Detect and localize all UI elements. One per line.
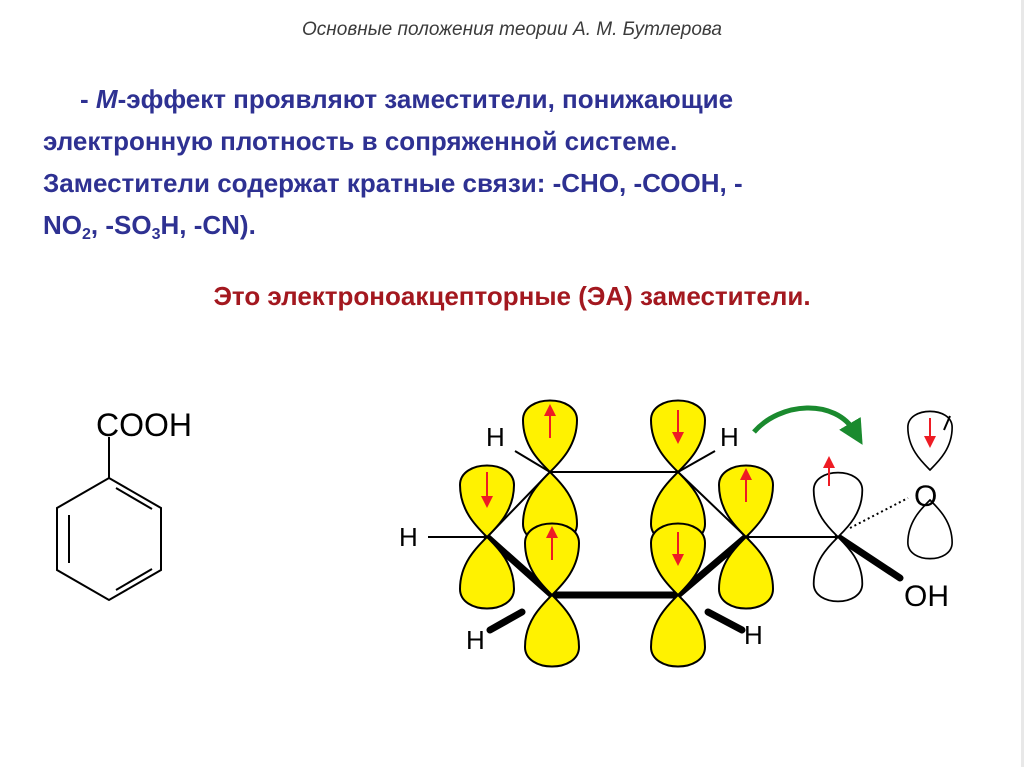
hydroxyl-label: OH bbox=[904, 580, 949, 613]
so-subscript: 3 bbox=[151, 226, 161, 243]
hydrogen-label: H bbox=[466, 625, 485, 655]
orbital-diagram: H H H H H O OH bbox=[399, 399, 953, 668]
coh-wedge-bond bbox=[834, 533, 904, 582]
ch-bond bbox=[514, 450, 551, 473]
hydrogen-label: H bbox=[720, 422, 739, 452]
paragraph-line-1: - М-эффект проявляют заместители, понижа… bbox=[43, 78, 978, 120]
paragraph-line-2: электронную плотность в сопряженной сист… bbox=[43, 126, 678, 156]
hydrogen-label: H bbox=[399, 522, 418, 552]
benzene-ring bbox=[56, 476, 162, 602]
paragraph-line-3: Заместители содержат кратные связи: -СНО… bbox=[43, 168, 743, 198]
front-bold-bond bbox=[483, 533, 556, 599]
no-subscript: 2 bbox=[82, 226, 91, 243]
ring-inner-bond bbox=[115, 568, 153, 591]
benzoic-acid-structure bbox=[56, 437, 162, 602]
ring-inner-bond bbox=[115, 487, 153, 510]
hydrogen-label: H bbox=[486, 422, 505, 452]
hydrogen-label: H bbox=[744, 620, 763, 650]
front-ch-bond bbox=[486, 608, 526, 634]
front-bold-bond bbox=[674, 533, 750, 599]
line4-rest: H, -CN). bbox=[160, 210, 256, 240]
dash: - bbox=[80, 84, 96, 114]
no-text: NO bbox=[43, 210, 82, 240]
so-text: , -SO bbox=[90, 210, 152, 240]
ea-statement: Это электроноакцепторные (ЭА) заместител… bbox=[213, 281, 811, 311]
oxygen-orbital-tail bbox=[943, 415, 951, 431]
paragraph-line-4: NO2, -SO3H, -CN). bbox=[43, 204, 978, 246]
slide-subtitle: Основные положения теории А. М. Бутлеров… bbox=[302, 19, 722, 40]
slide-edge-line bbox=[1021, 0, 1024, 767]
line1-rest: -эффект проявляют заместители, понижающи… bbox=[117, 84, 734, 114]
m-letter: М bbox=[95, 84, 118, 114]
electron-shift-arrow bbox=[752, 405, 863, 445]
ch-bond bbox=[677, 450, 716, 473]
oxygen-label: O bbox=[914, 480, 937, 513]
co-hashed-bond bbox=[849, 497, 909, 529]
cooh-label: COOH bbox=[96, 407, 192, 443]
main-paragraph: - М-эффект проявляют заместители, понижа… bbox=[43, 78, 978, 246]
front-ch-bond bbox=[704, 608, 746, 634]
